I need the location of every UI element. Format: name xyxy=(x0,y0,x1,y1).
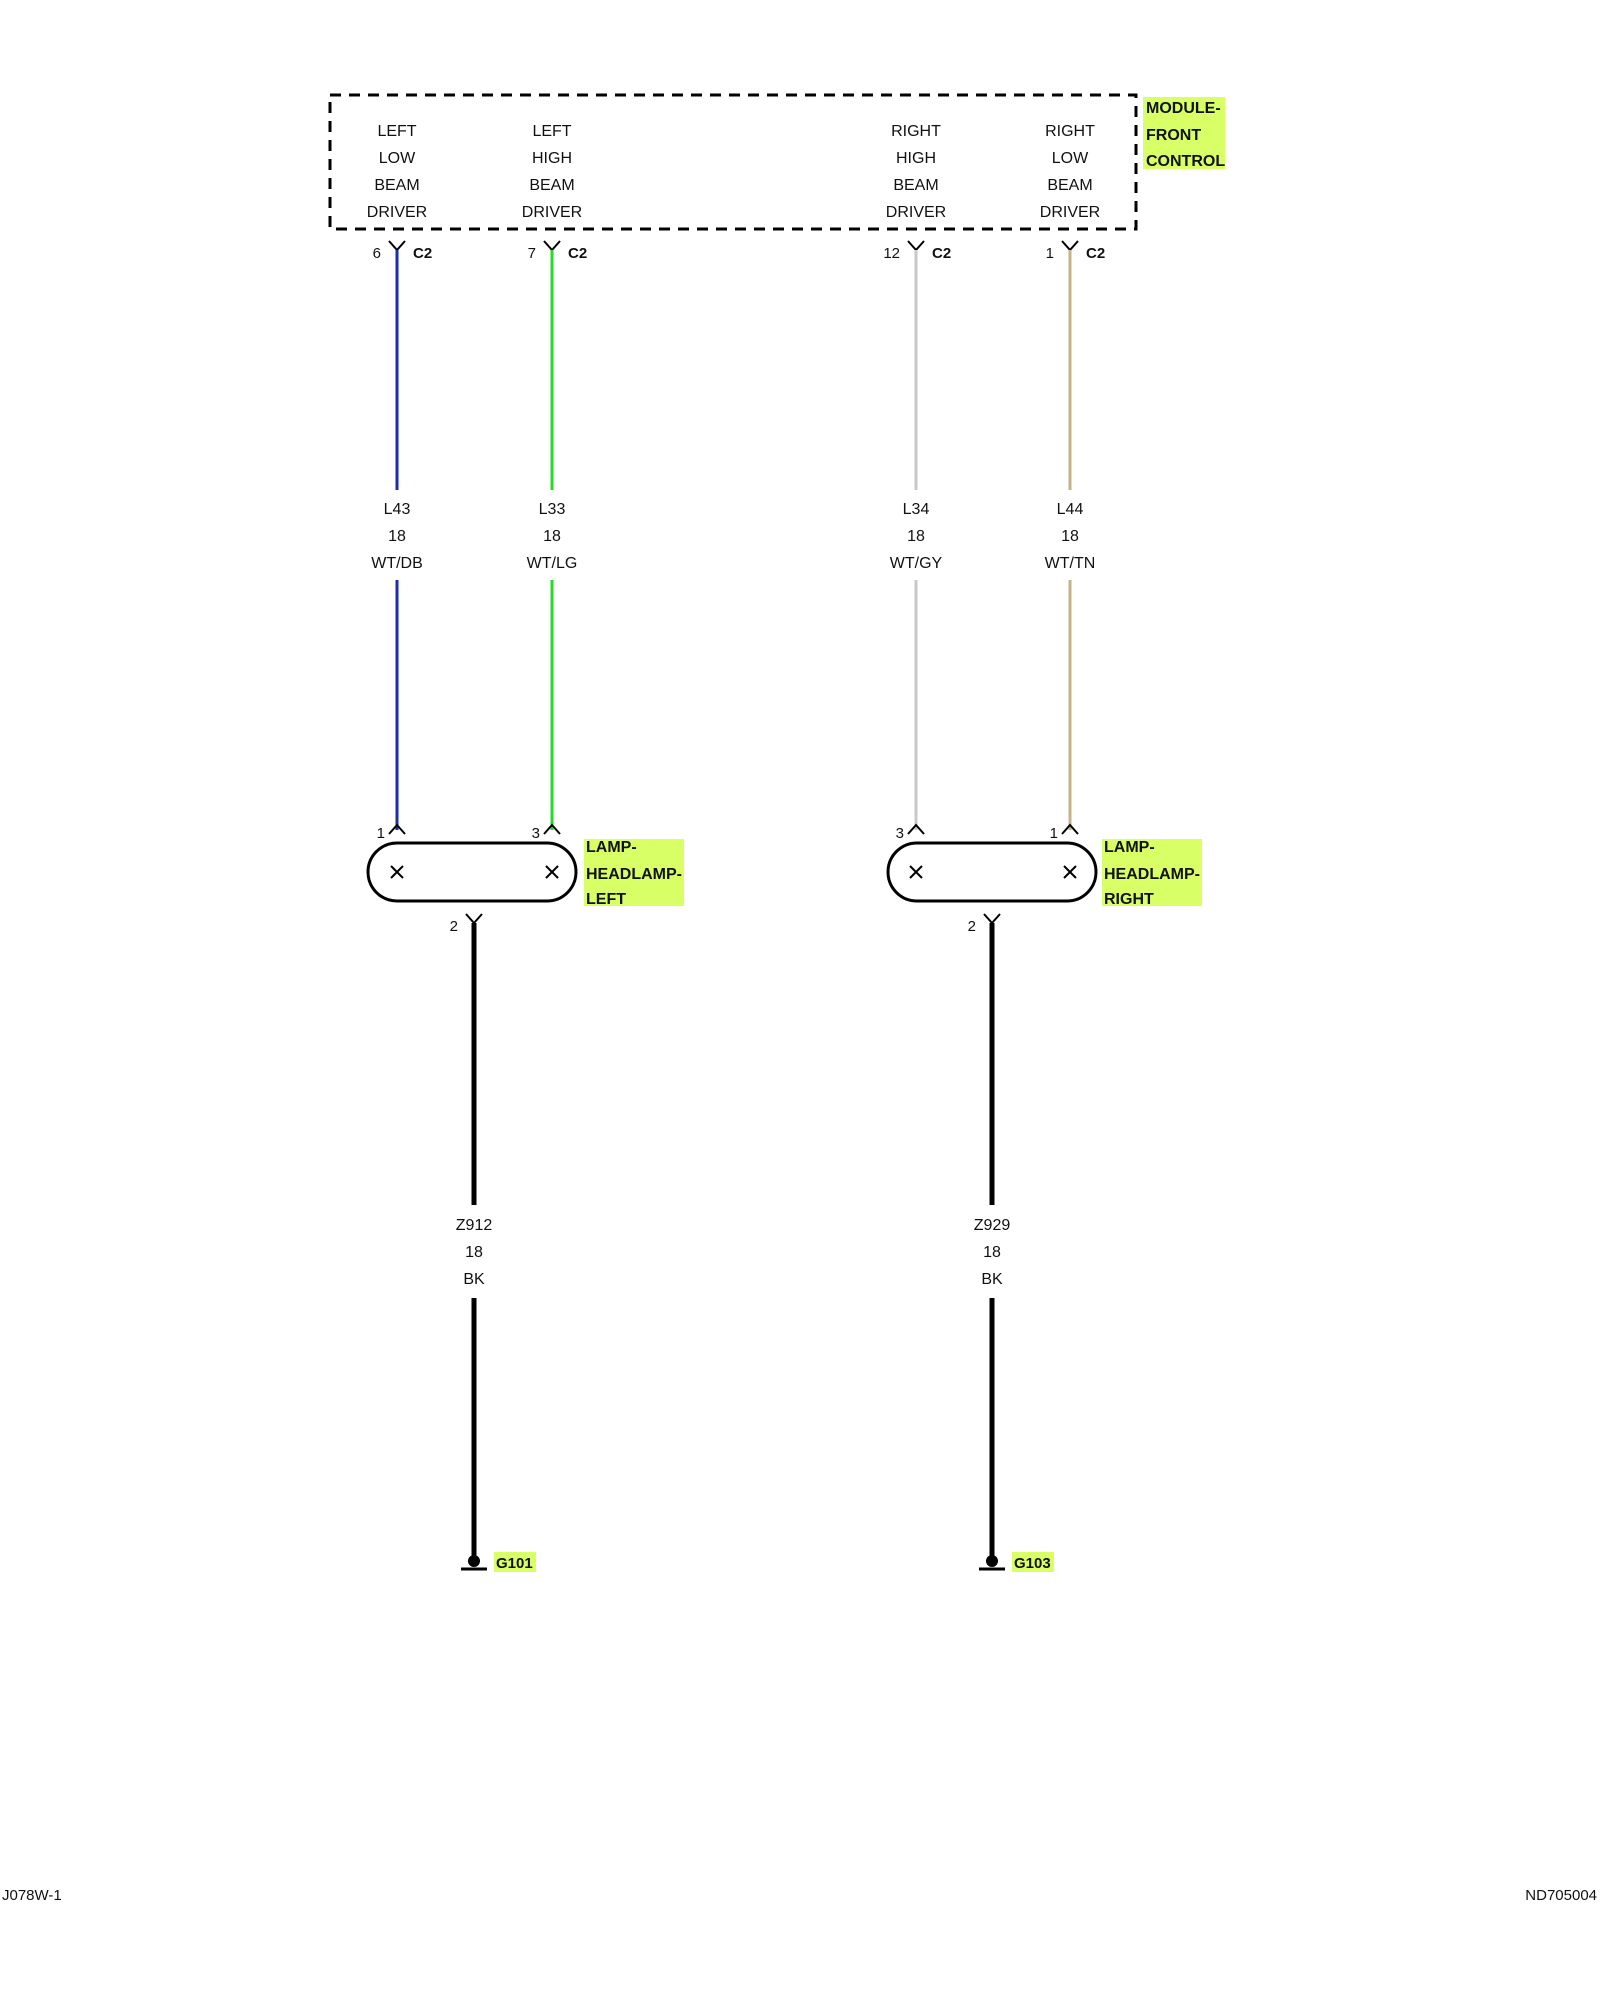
wire-gauge: 18 xyxy=(907,528,925,545)
ground-wire-gauge: 18 xyxy=(983,1244,1001,1261)
wire-gauge: 18 xyxy=(1061,528,1079,545)
lamp-headlamp-right: LAMP- HEADLAMP- RIGHT 2 Z929 18 BK G103 xyxy=(886,839,1202,1572)
driver-label-line: LOW xyxy=(1052,150,1089,167)
ground-circuit-id: Z929 xyxy=(974,1217,1011,1234)
ground-icon xyxy=(468,1555,480,1567)
ground-connector-symbol xyxy=(983,913,1001,925)
wire-gauge: 18 xyxy=(388,528,406,545)
wire-color-code: WT/TN xyxy=(1045,555,1096,572)
connector-male-symbol xyxy=(907,823,925,835)
footer-document-id: ND705004 xyxy=(1525,1887,1597,1904)
top-pin-number: 1 xyxy=(1046,245,1054,262)
headlamp-body xyxy=(366,841,578,903)
bulb-filament-icon xyxy=(545,865,559,879)
ground-pin-number: 2 xyxy=(450,918,458,935)
driver-label-line: BEAM xyxy=(1047,177,1092,194)
ground-connector-symbol xyxy=(465,913,483,925)
lamp-headlamp-left: LAMP- HEADLAMP- LEFT 2 Z912 18 BK G101 xyxy=(366,839,684,1572)
connector-male-symbol xyxy=(1061,823,1079,835)
lamp-name-line-1: LAMP- xyxy=(586,839,637,856)
wire-l33: 7 C2 L33 18 WT/LG 3 xyxy=(527,240,587,842)
module-front-control-box xyxy=(328,93,1138,231)
circuit-id: L43 xyxy=(384,501,411,518)
driver-label-line: DRIVER xyxy=(1040,204,1100,221)
driver-label-line: HIGH xyxy=(896,150,936,167)
module-name-line-1: MODULE- xyxy=(1146,100,1221,117)
connector-female-symbol xyxy=(543,240,561,252)
driver-right-high-beam: RIGHT HIGH BEAM DRIVER xyxy=(886,123,946,221)
ground-icon xyxy=(986,1555,998,1567)
bulb-filament-icon xyxy=(1063,865,1077,879)
driver-label-line: BEAM xyxy=(893,177,938,194)
lamp-name-line-2: HEADLAMP- xyxy=(586,866,682,883)
lamp-label-highlight xyxy=(584,839,684,906)
driver-right-low-beam: RIGHT LOW BEAM DRIVER xyxy=(1040,123,1100,221)
wire-gauge: 18 xyxy=(543,528,561,545)
lamp-name-line-3: LEFT xyxy=(586,891,626,908)
headlamp-body xyxy=(886,841,1098,903)
driver-label-line: BEAM xyxy=(529,177,574,194)
driver-label-line: HIGH xyxy=(532,150,572,167)
connector-id: C2 xyxy=(932,245,951,262)
module-label-highlight xyxy=(1143,97,1225,169)
lamp-name-line-2: HEADLAMP- xyxy=(1104,866,1200,883)
footer-drawing-id: J078W-1 xyxy=(2,1887,62,1904)
wire-l44: 1 C2 L44 18 WT/TN 1 xyxy=(1045,240,1105,842)
connector-male-symbol xyxy=(543,823,561,835)
connector-id: C2 xyxy=(1086,245,1105,262)
lamp-name-line-1: LAMP- xyxy=(1104,839,1155,856)
driver-left-high-beam: LEFT HIGH BEAM DRIVER xyxy=(522,123,582,221)
bottom-pin-number: 3 xyxy=(532,825,540,842)
connector-id: C2 xyxy=(413,245,432,262)
ground-point-id: G101 xyxy=(496,1555,533,1572)
driver-label-line: RIGHT xyxy=(1045,123,1095,140)
ground-pin-number: 2 xyxy=(968,918,976,935)
module-name-line-2: FRONT xyxy=(1146,127,1201,144)
bottom-pin-number: 1 xyxy=(377,825,385,842)
connector-female-symbol xyxy=(388,240,406,252)
driver-label-line: LEFT xyxy=(532,123,571,140)
ground-wire-color: BK xyxy=(981,1271,1003,1288)
ground-wire-color: BK xyxy=(463,1271,485,1288)
wire-l34: 12 C2 L34 18 WT/GY 3 xyxy=(883,240,951,842)
ground-label-highlight xyxy=(494,1552,536,1572)
bottom-pin-number: 1 xyxy=(1050,825,1058,842)
ground-label-highlight xyxy=(1012,1552,1054,1572)
ground-wire-gauge: 18 xyxy=(465,1244,483,1261)
driver-label-line: LOW xyxy=(379,150,416,167)
lamp-label-highlight xyxy=(1102,839,1202,906)
driver-left-low-beam: LEFT LOW BEAM DRIVER xyxy=(367,123,427,221)
ground-point-id: G103 xyxy=(1014,1555,1051,1572)
wire-color-code: WT/GY xyxy=(890,555,943,572)
driver-label-line: BEAM xyxy=(374,177,419,194)
top-pin-number: 7 xyxy=(528,245,536,262)
connector-female-symbol xyxy=(907,240,925,252)
top-pin-number: 6 xyxy=(373,245,381,262)
bulb-filament-icon xyxy=(390,865,404,879)
bottom-pin-number: 3 xyxy=(896,825,904,842)
lamp-name-line-3: RIGHT xyxy=(1104,891,1154,908)
circuit-id: L44 xyxy=(1057,501,1084,518)
connector-female-symbol xyxy=(1061,240,1079,252)
wire-l43: 6 C2 L43 18 WT/DB 1 xyxy=(371,240,432,842)
wire-color-code: WT/LG xyxy=(527,555,578,572)
top-pin-number: 12 xyxy=(883,245,900,262)
driver-label-line: LEFT xyxy=(377,123,416,140)
driver-label-line: DRIVER xyxy=(367,204,427,221)
connector-male-symbol xyxy=(388,823,406,835)
module-name-line-3: CONTROL xyxy=(1146,153,1225,170)
driver-label-line: RIGHT xyxy=(891,123,941,140)
circuit-id: L33 xyxy=(539,501,566,518)
wire-color-code: WT/DB xyxy=(371,555,423,572)
connector-id: C2 xyxy=(568,245,587,262)
bulb-filament-icon xyxy=(909,865,923,879)
driver-label-line: DRIVER xyxy=(522,204,582,221)
ground-circuit-id: Z912 xyxy=(456,1217,493,1234)
circuit-id: L34 xyxy=(903,501,930,518)
driver-label-line: DRIVER xyxy=(886,204,946,221)
